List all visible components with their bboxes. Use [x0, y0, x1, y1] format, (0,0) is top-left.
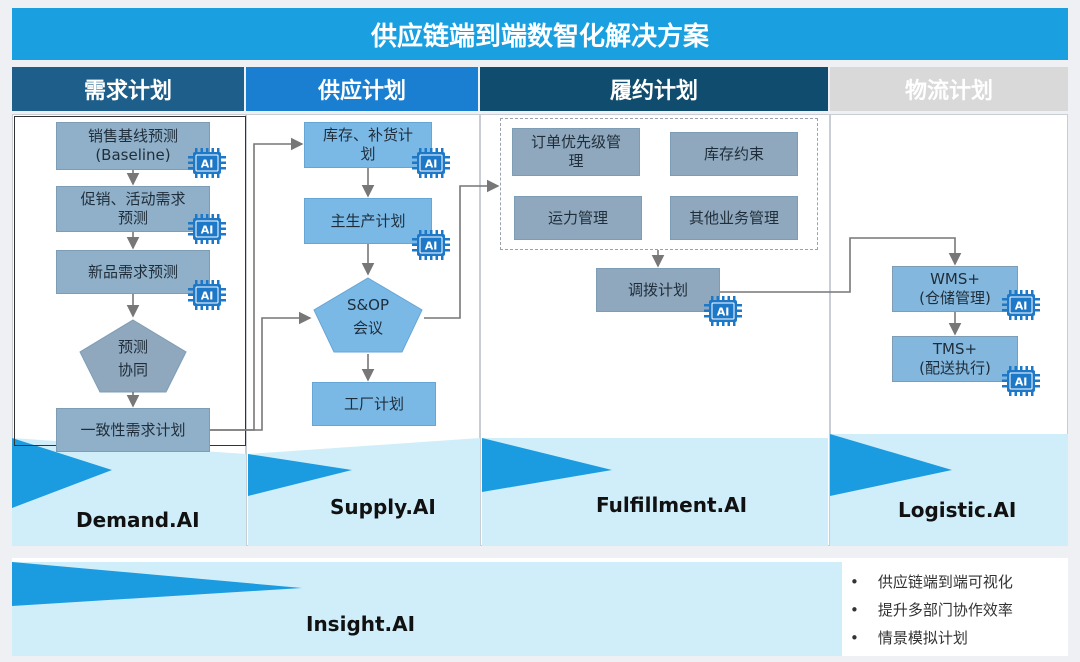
header-supply: 供应计划	[246, 67, 478, 111]
node-other-business: 其他业务管理	[670, 196, 798, 240]
logistic-ai-label: Logistic.AI	[898, 498, 1017, 522]
node-baseline-forecast: 销售基线预测 (Baseline)	[56, 122, 210, 170]
page-title: 供应链端到端数智化解决方案	[12, 8, 1068, 60]
svg-text:AI: AI	[717, 306, 730, 319]
insight-bullet-3: • 情景模拟计划	[850, 629, 968, 647]
pentagon-sop-label: S&OP 会议	[346, 296, 390, 338]
node-new-product-forecast: 新品需求预测	[56, 250, 210, 294]
insight-wedge	[12, 562, 842, 656]
node-consensus-plan: 一致性需求计划	[56, 408, 210, 452]
node-capacity-mgmt: 运力管理	[514, 196, 642, 240]
ai-chip-icon: AI	[188, 148, 226, 178]
supply-ai-label: Supply.AI	[330, 495, 436, 519]
wedge-band	[12, 434, 1068, 546]
insight-ai-label: Insight.AI	[306, 612, 416, 636]
fulfillment-group	[500, 118, 818, 250]
svg-text:AI: AI	[425, 158, 438, 171]
node-promo-forecast: 促销、活动需求 预测	[56, 186, 210, 232]
pentagon-forecast-label: 预测 协同	[117, 338, 148, 380]
ai-chip-icon: AI	[704, 296, 742, 326]
ai-chip-icon: AI	[188, 214, 226, 244]
header-fulfillment: 履约计划	[480, 67, 828, 111]
ai-chip-icon: AI	[1002, 290, 1040, 320]
node-factory-plan: 工厂计划	[312, 382, 436, 426]
ai-chip-icon: AI	[1002, 366, 1040, 396]
svg-text:AI: AI	[201, 158, 214, 171]
bullet-text-2: 提升多部门协作效率	[877, 601, 1013, 619]
node-order-priority: 订单优先级管 理	[512, 128, 640, 176]
node-inventory-replenish: 库存、补货计 划	[304, 122, 432, 168]
insight-bullet-2: • 提升多部门协作效率	[850, 601, 1013, 619]
node-master-production: 主生产计划	[304, 198, 432, 244]
svg-text:AI: AI	[201, 290, 214, 303]
header-logistic: 物流计划	[830, 67, 1068, 111]
insight-bullet-1: • 供应链端到端可视化	[850, 573, 1013, 591]
node-transfer-plan: 调拨计划	[596, 268, 720, 312]
node-wms: WMS+ (仓储管理)	[892, 266, 1018, 312]
ai-chip-icon: AI	[412, 230, 450, 260]
svg-text:AI: AI	[1015, 300, 1028, 313]
svg-text:AI: AI	[425, 240, 438, 253]
bullet-text-3: 情景模拟计划	[877, 629, 968, 647]
node-tms: TMS+ (配送执行)	[892, 336, 1018, 382]
header-demand: 需求计划	[12, 67, 244, 111]
bullet-text-1: 供应链端到端可视化	[877, 573, 1013, 591]
svg-text:AI: AI	[1015, 376, 1028, 389]
svg-text:AI: AI	[201, 224, 214, 237]
demand-ai-label: Demand.AI	[76, 508, 200, 532]
pentagon-sop	[313, 277, 423, 353]
fulfillment-ai-label: Fulfillment.AI	[596, 493, 748, 517]
node-inventory-constraint: 库存约束	[670, 132, 798, 176]
ai-chip-icon: AI	[188, 280, 226, 310]
ai-chip-icon: AI	[412, 148, 450, 178]
